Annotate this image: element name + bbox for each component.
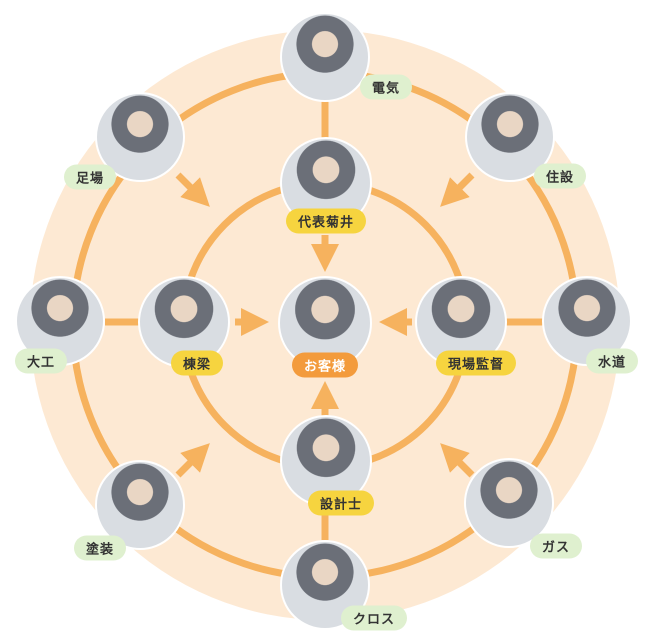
photo-customer	[278, 276, 372, 370]
photo-gas	[464, 458, 554, 548]
photo-toso	[95, 460, 185, 550]
label-customer: お客様	[291, 352, 359, 378]
label-denki: 電気	[359, 74, 413, 100]
label-gas: ガス	[529, 533, 583, 559]
arrow-gas-to-inner	[440, 443, 475, 478]
arrow-toso-to-inner	[175, 443, 210, 478]
photo-denki	[280, 12, 370, 102]
arrow-ashiba-to-inner	[175, 172, 210, 207]
label-jusetsu: 住設	[533, 163, 587, 189]
label-cross: クロス	[340, 605, 408, 631]
label-ashiba: 足場	[63, 164, 117, 190]
label-toryo: 棟梁	[170, 350, 224, 376]
label-kantoku: 現場監督	[435, 350, 517, 376]
label-daiku: 大工	[14, 348, 68, 374]
label-suido: 水道	[585, 348, 639, 374]
label-sekkei: 設計士	[307, 490, 375, 516]
label-rep: 代表菊井	[285, 208, 367, 234]
label-toso: 塗装	[73, 535, 127, 561]
arrow-jusetsu-to-inner	[440, 172, 475, 207]
